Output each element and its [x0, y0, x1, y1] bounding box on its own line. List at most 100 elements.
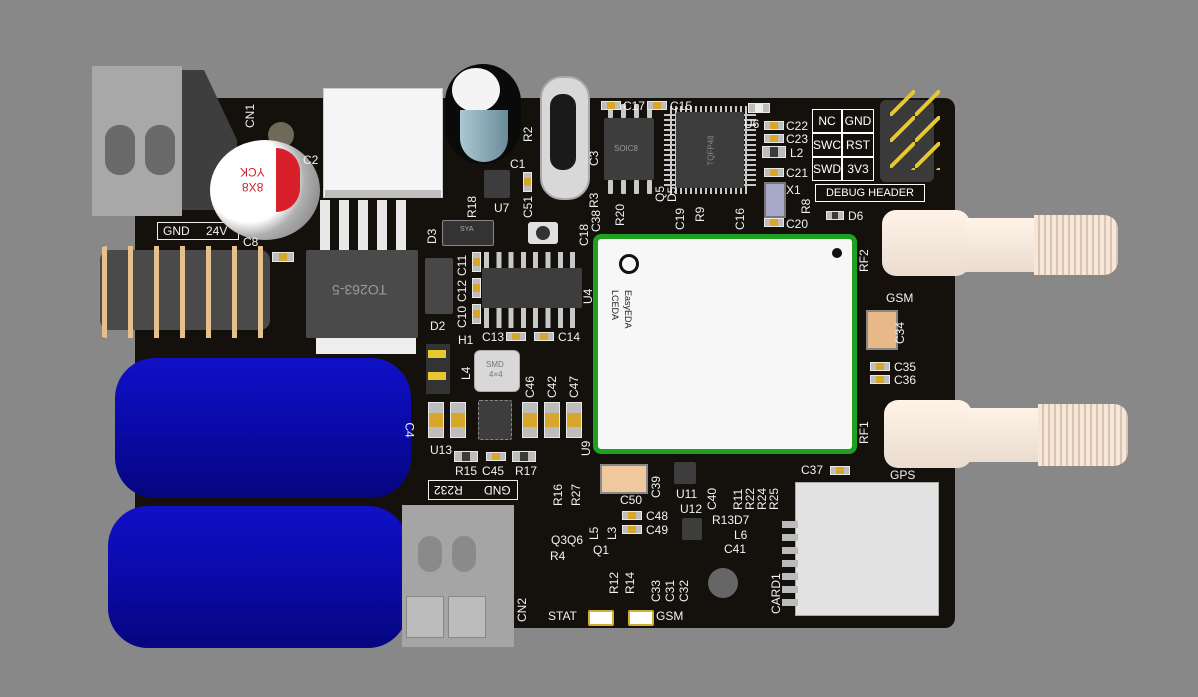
c47-cap	[566, 402, 582, 438]
c39-ref: C39	[649, 475, 663, 498]
u13-ref: U13	[430, 443, 453, 457]
c47-ref: C47	[567, 375, 581, 398]
rf2-sma-body[interactable]	[882, 210, 970, 276]
sim-card-holder[interactable]	[795, 482, 939, 616]
c1-ref: C1	[510, 157, 526, 171]
c10-cap	[472, 304, 481, 324]
c8-ref: C8	[243, 235, 259, 249]
gnd-label: GND	[163, 224, 190, 238]
rf2-label: RF2	[857, 249, 871, 272]
rf1-sma-body[interactable]	[884, 400, 972, 468]
c21-cap	[764, 168, 784, 177]
rf1-label: RF1	[857, 421, 871, 444]
r14-ref: R14	[623, 571, 637, 594]
u7-sot23-chip	[484, 170, 510, 198]
soic-pin	[621, 180, 626, 194]
c14-cap	[534, 332, 554, 341]
c45-cap	[486, 452, 506, 461]
debug-pin-rst: RST	[842, 133, 874, 157]
c48-ref: C48	[646, 509, 669, 523]
debug-pin-3v3: 3V3	[842, 157, 874, 181]
c20-ref: C20	[786, 217, 809, 231]
cn1-screw-2	[145, 125, 175, 175]
soic-pin	[608, 180, 613, 194]
to263-pins	[320, 200, 412, 250]
c3-ref: C3	[587, 150, 601, 166]
easyeda-logo-icon	[619, 254, 639, 274]
c33-ref: C33	[649, 579, 663, 602]
c49-cap	[622, 525, 642, 534]
soic-pin	[647, 180, 652, 194]
u6-tqfp48-chip	[676, 112, 744, 188]
c35-ref: C35	[894, 360, 917, 374]
l1-base	[325, 190, 441, 198]
u13-qfn-chip	[478, 400, 512, 440]
c22-cap	[764, 121, 784, 130]
q3q6-ref: Q3Q6	[551, 533, 584, 547]
c45-ref: C45	[482, 464, 505, 478]
r17-res	[512, 451, 536, 462]
d6-led	[826, 211, 844, 220]
c20-cap	[764, 218, 784, 227]
gsm-led-label: GSM	[656, 609, 684, 623]
d3-marking: SYA	[460, 226, 474, 233]
r27-ref: R27	[569, 483, 583, 506]
module-logo-easyeda: EasyEDA	[623, 290, 633, 329]
tqfp48-marking: TQFP48	[706, 135, 716, 166]
u9-gsm-module	[593, 234, 857, 454]
soic-pin	[647, 104, 652, 118]
u5-soic8-chip	[604, 118, 654, 180]
c34-ref: C34	[893, 321, 907, 344]
c31-ref: C31	[663, 579, 677, 602]
u6-ref: U6	[744, 117, 760, 131]
u12-chip	[682, 518, 702, 540]
r20-ref: R20	[613, 203, 627, 226]
d6-ref: D6	[848, 209, 864, 223]
soic-pin	[634, 180, 639, 194]
x1-crystal	[764, 182, 786, 218]
cn2-screw-2	[452, 536, 476, 572]
smd-inductor-marking-1: SMD	[486, 360, 504, 369]
r12-ref: R12	[607, 571, 621, 594]
24v-label: 24V	[206, 224, 228, 238]
mount-hole-br	[708, 568, 738, 598]
cn2-label: CN2	[515, 597, 529, 622]
c37-cap	[830, 466, 850, 475]
c35-cap	[870, 362, 890, 371]
c38-ref: C38	[589, 209, 603, 232]
d5-ref: D5	[665, 186, 679, 202]
cn1-label: CN1	[243, 103, 257, 128]
r9-ref: R9	[693, 206, 707, 222]
c41-ref: C41	[724, 542, 747, 556]
h1-ref: H1	[458, 333, 474, 347]
smd-inductor-marking-2: 4×4	[489, 370, 503, 379]
c4-bulk-capacitor	[115, 358, 411, 498]
l3-ref: L3	[605, 526, 619, 540]
c19-ref: C19	[673, 207, 687, 230]
c2-marking-2: 8X8	[242, 180, 264, 194]
c15-cap	[647, 101, 667, 110]
reset-button-knob[interactable]	[536, 226, 550, 240]
gps-antenna-label: GPS	[890, 468, 916, 482]
c23-ref: C23	[786, 132, 809, 146]
l4-ref: L4	[459, 366, 473, 380]
c34-cap	[866, 310, 898, 350]
l1-inductor	[323, 88, 443, 198]
r25-ref: R25	[767, 487, 781, 510]
soic8-marking: SOIC8	[614, 144, 639, 153]
usb-c-port	[550, 94, 576, 170]
c23-cap	[764, 134, 784, 143]
debug-pin-nc: NC	[812, 109, 842, 133]
u13-cap-1	[428, 402, 444, 438]
debug-pin-swc: SWC	[812, 133, 842, 157]
c40-ref: C40	[705, 487, 719, 510]
d3-ref: D3	[425, 228, 439, 244]
soic-pin	[608, 104, 613, 118]
u13-cap-2	[450, 402, 466, 438]
c12-ref: C12	[455, 279, 469, 302]
stat-led-label: STAT	[548, 609, 577, 623]
c11-cap	[472, 252, 481, 272]
r8-ref: R8	[799, 198, 813, 214]
l2-inductor	[762, 146, 786, 158]
l6-ref: L6	[734, 528, 748, 542]
